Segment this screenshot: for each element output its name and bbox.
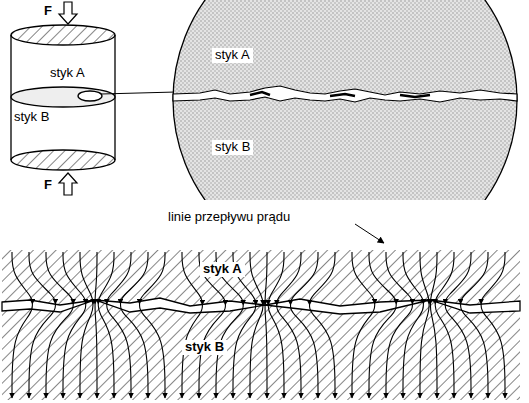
current-line [445, 304, 471, 398]
current-line [140, 252, 165, 304]
current-line [63, 304, 86, 398]
current-line [199, 252, 225, 305]
current-line [107, 252, 131, 304]
current-line [352, 252, 375, 304]
current-line [80, 304, 93, 398]
contact-label: styk B [212, 140, 253, 155]
current-line [291, 252, 318, 305]
current-line [277, 305, 301, 398]
force-label: F [44, 4, 52, 19]
current-line [250, 252, 263, 305]
contact-label: styk A [200, 262, 245, 277]
force-label: F [44, 178, 52, 193]
current-line [233, 252, 256, 305]
current-line [277, 252, 301, 305]
current-line [430, 304, 437, 398]
current-line [369, 304, 396, 398]
current-line [140, 304, 165, 398]
current-line [80, 252, 93, 304]
magnified-view [173, 0, 517, 200]
current-line [481, 304, 505, 398]
current-line [250, 305, 263, 398]
current-line [46, 304, 73, 398]
current-lines [12, 252, 505, 398]
leader-label: linie przepływu prądu [168, 210, 290, 225]
contact-label: styk A [212, 48, 253, 63]
current-line [29, 304, 55, 398]
current-line [95, 252, 97, 304]
current-line [420, 252, 429, 304]
current-line [98, 252, 114, 304]
current-line [461, 304, 488, 398]
current-line [291, 305, 318, 398]
contact-label: styk B [14, 110, 49, 125]
current-line [95, 304, 97, 398]
current-line [268, 252, 284, 305]
contact-interface [2, 298, 520, 314]
hatched-panel [2, 250, 520, 400]
current-line [265, 252, 267, 305]
current-line [29, 252, 55, 304]
current-line [121, 304, 148, 398]
current-line [420, 304, 429, 398]
current-line [386, 304, 412, 398]
leader-arrow [355, 224, 384, 243]
current-line [268, 305, 284, 398]
current-line [265, 305, 267, 398]
contact-label: styk B [182, 340, 227, 355]
cylinder [11, 25, 176, 170]
current-line [63, 252, 86, 304]
current-line [445, 252, 471, 304]
current-line [233, 305, 256, 398]
current-line [310, 252, 335, 305]
current-line [435, 304, 454, 398]
current-line [121, 252, 148, 304]
contact-label: styk A [50, 66, 85, 81]
current-line [481, 252, 505, 304]
current-line [435, 252, 454, 304]
current-line [310, 305, 335, 398]
current-line [430, 252, 437, 304]
current-line [98, 304, 114, 398]
force-arrow [59, 2, 77, 195]
